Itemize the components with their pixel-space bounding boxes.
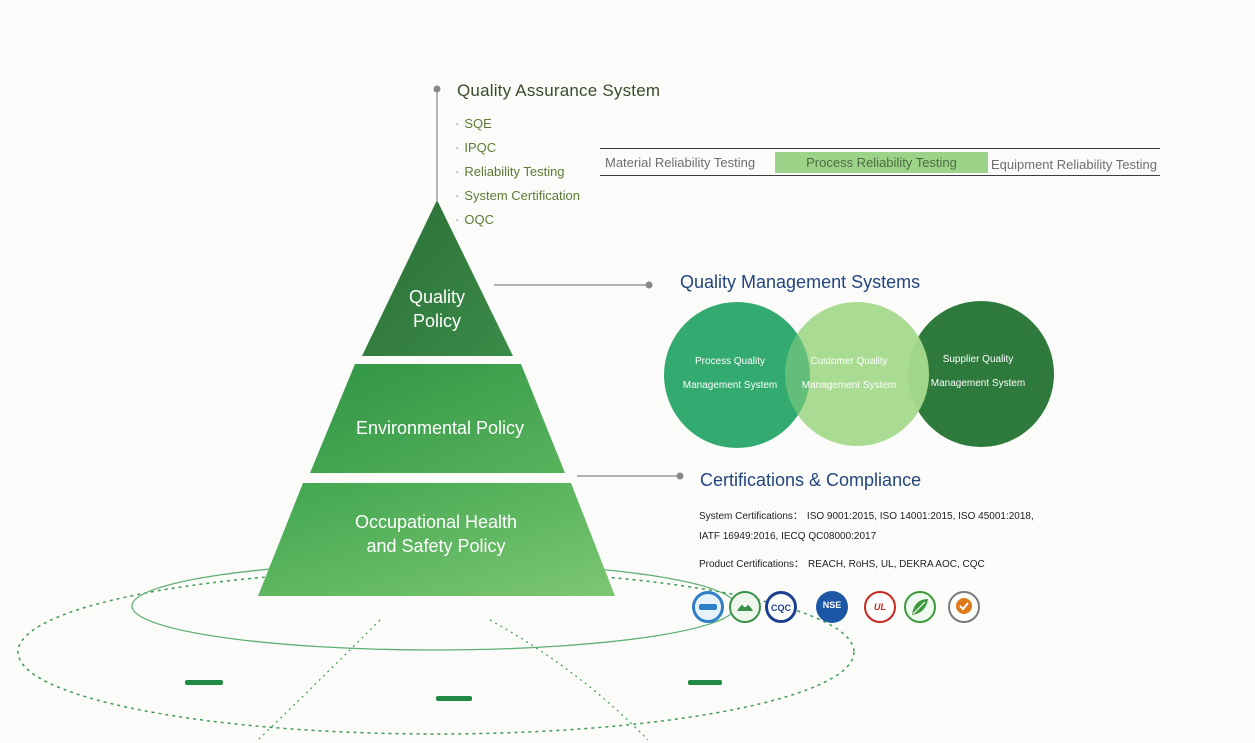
tier-ohs-policy-label: Occupational Health and Safety Policy [296, 510, 576, 558]
certification-mark-icon [948, 591, 980, 623]
process-quality-label: Process Quality Management System [669, 350, 791, 398]
orbit-marker [688, 680, 722, 685]
customer-quality-label: Customer Quality Management System [788, 350, 910, 398]
certifications-title: Certifications & Compliance [700, 470, 922, 490]
system-certifications-label: System Certifications： [699, 511, 803, 522]
supplier-quality-line2: Management System [930, 378, 1026, 389]
cqc-logo-icon: CQC [765, 591, 797, 623]
pyramid-bottom-tier [258, 483, 615, 596]
orbit-marker [185, 680, 223, 685]
customer-quality-line1: Customer Quality [810, 356, 888, 367]
tier-quality-line2: Policy [412, 311, 461, 331]
equipment-reliability-testing: Equipment Reliability Testing [991, 156, 1157, 172]
circle-process-quality [664, 302, 810, 448]
orbit-marker [436, 696, 472, 701]
tier-ohs-line1: Occupational Health [354, 512, 518, 532]
supplier-quality-label: Supplier Quality Management System [917, 348, 1039, 396]
customer-quality-line2: Management System [801, 380, 897, 391]
rohs-leaf-icon [904, 591, 936, 623]
qa-item-reliability: Reliability Testing [455, 163, 580, 187]
guide-line-left [257, 619, 381, 741]
qa-item-certification: System Certification [455, 187, 580, 211]
qms-connector-dot [645, 281, 653, 289]
tier-environmental-policy-label: Environmental Policy [355, 418, 525, 438]
pyramid-top-tier [362, 200, 513, 356]
cert-connector-dot [676, 472, 684, 480]
ul-logo-text: UL [874, 602, 886, 612]
qa-item-ipqc: IPQC [455, 139, 580, 163]
system-certifications-value: ISO 9001:2015, ISO 14001:2015, ISO 45001… [806, 511, 1034, 522]
qms-title: Quality Management Systems [680, 272, 921, 292]
material-reliability-testing: Material Reliability Testing [605, 154, 756, 170]
system-certifications-line2: IATF 16949:2016, IECQ QC08000:2017 [699, 531, 877, 542]
circle-customer-quality [785, 302, 929, 446]
qa-title: Quality Assurance System [457, 81, 661, 100]
product-certifications-value: REACH, RoHS, UL, DEKRA AOC, CQC [808, 559, 985, 570]
quality-seal-icon [692, 591, 724, 623]
qa-item-oqc: OQC [455, 211, 580, 235]
cqc-logo-text: CQC [771, 603, 791, 613]
outer-orbit [17, 569, 855, 735]
process-quality-line2: Management System [682, 380, 778, 391]
pyramid-middle-tier [310, 364, 565, 473]
process-reliability-testing: Process Reliability Testing [775, 151, 988, 173]
qa-list: SQE IPQC Reliability Testing System Cert… [455, 115, 580, 235]
nse-logo-text: NSE [822, 600, 842, 610]
tier-ohs-line2: and Safety Policy [366, 536, 506, 556]
system-certifications-line: System Certifications：ISO 9001:2015, ISO… [699, 507, 1034, 522]
tier-quality-line1: Quality [408, 287, 466, 307]
product-certifications-line: Product Certifications：REACH, RoHS, UL, … [699, 555, 985, 570]
supplier-quality-line1: Supplier Quality [942, 354, 1014, 365]
qa-item-sqe: SQE [455, 115, 580, 139]
product-certifications-label: Product Certifications： [699, 559, 805, 570]
qa-connector-dot [433, 85, 441, 93]
guide-line-right [489, 619, 649, 741]
tier-quality-policy-label: Quality Policy [377, 285, 497, 333]
process-quality-line1: Process Quality [694, 356, 766, 367]
green-product-icon [729, 591, 761, 623]
circle-overlap [785, 302, 929, 446]
ul-logo-icon: UL [864, 591, 896, 623]
circle-supplier-quality [908, 301, 1054, 447]
reliability-testing-bar: Material Reliability Testing Process Rel… [600, 148, 1160, 176]
nse-logo-icon: NSE [816, 591, 848, 623]
